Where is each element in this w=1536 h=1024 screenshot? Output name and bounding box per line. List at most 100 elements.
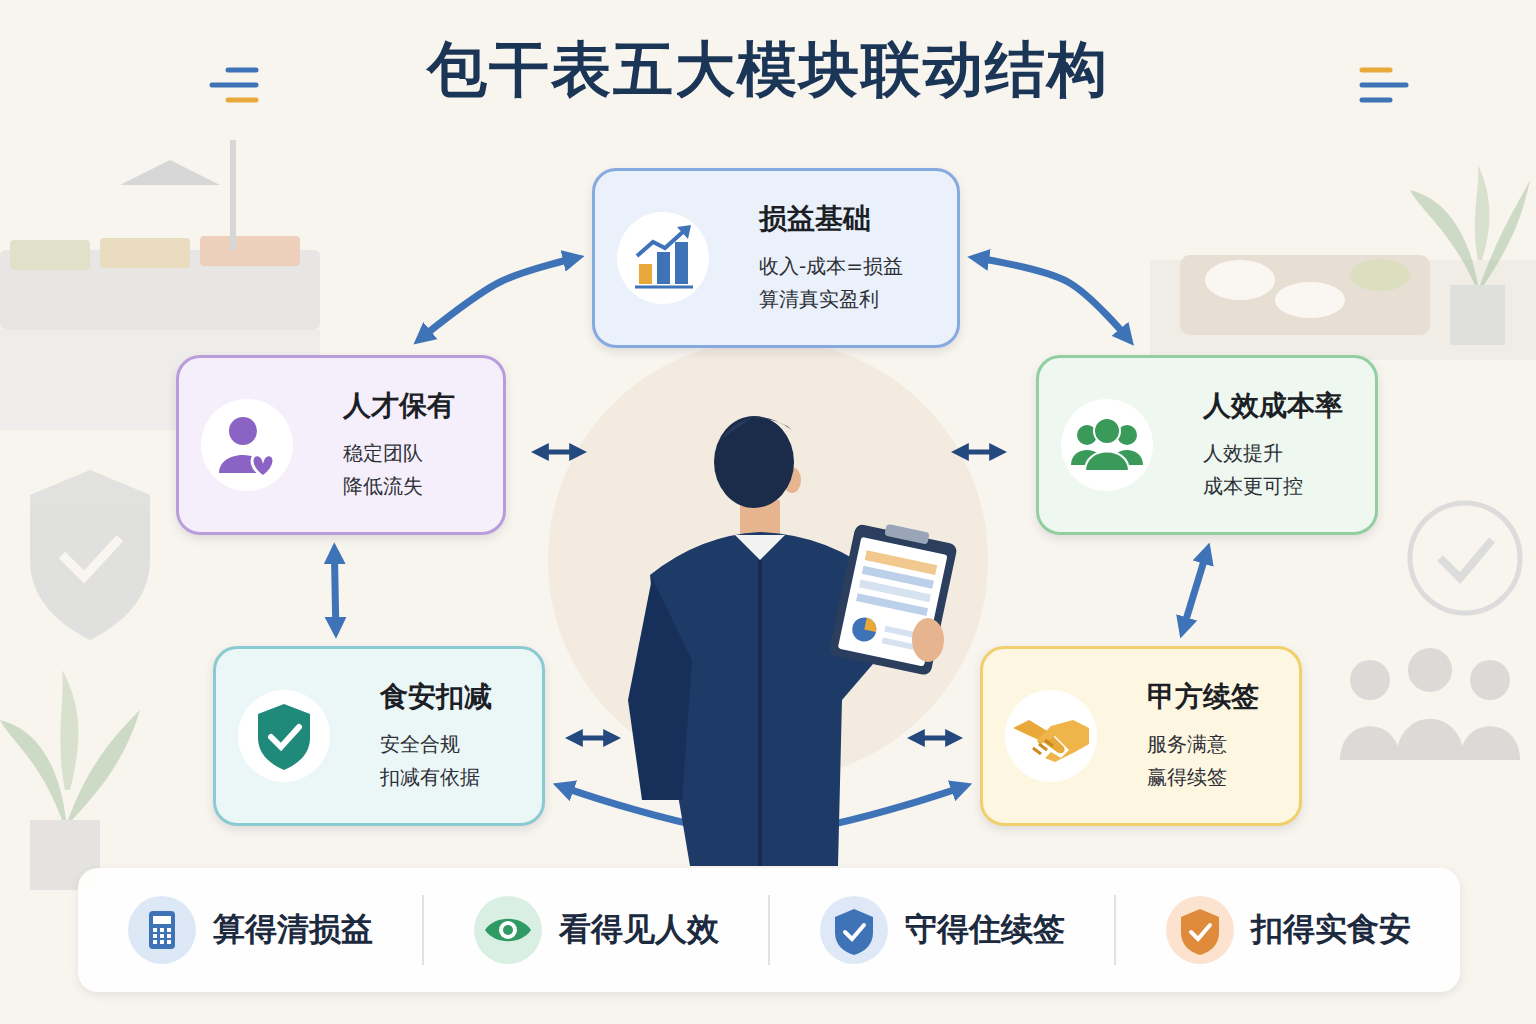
- decoration: [1350, 259, 1410, 291]
- decoration: [1470, 660, 1510, 700]
- decoration: [258, 704, 310, 770]
- module-heading: 食安扣减: [380, 678, 510, 716]
- decoration: [100, 238, 190, 268]
- decoration: [828, 518, 959, 677]
- decoration: [714, 416, 794, 508]
- decoration: [1410, 503, 1520, 613]
- summary-item: 算得清损益: [78, 895, 422, 965]
- decoration: [1410, 190, 1478, 285]
- decoration: [759, 560, 762, 866]
- decoration: [1191, 925, 1210, 939]
- summary-icon: [127, 895, 197, 965]
- decoration: [1085, 452, 1129, 472]
- link-arrow: [420, 258, 576, 339]
- decoration: [229, 417, 257, 445]
- decoration: [1166, 896, 1234, 964]
- module-box: 甲方续签服务满意 赢得续签: [980, 646, 1302, 826]
- module-box: 损益基础收入-成本=损益 算清真实盈利: [592, 168, 960, 348]
- decoration: [628, 578, 692, 800]
- decoration: [503, 925, 513, 935]
- decoration: [617, 212, 709, 304]
- check-watermark: [1410, 503, 1520, 613]
- decoration: [735, 535, 785, 560]
- text-column: 损益基础收入-成本=损益 算清真实盈利: [759, 200, 939, 316]
- decoration: [485, 919, 531, 942]
- title: 包干表五大模块联动结构: [427, 34, 1109, 104]
- decoration: [1396, 719, 1464, 760]
- decoration: [1205, 260, 1275, 300]
- decoration: [68, 710, 140, 820]
- decoration: [677, 225, 691, 239]
- decoration: [238, 690, 330, 782]
- summary-text: 算得清损益: [213, 908, 373, 952]
- decoration: [1180, 255, 1430, 335]
- decoration: [637, 230, 685, 256]
- decoration: [914, 736, 956, 741]
- link-arrow: [1183, 551, 1207, 630]
- decoration: [149, 911, 175, 949]
- summary-item: 守得住续签: [768, 895, 1114, 965]
- decoration: [167, 940, 171, 944]
- module-body: 收入-成本=损益 算清真实盈利: [759, 250, 939, 316]
- decoration: [128, 896, 196, 964]
- link-arrow: [334, 551, 335, 630]
- decoration: [1362, 83, 1406, 88]
- decoration: [1440, 540, 1492, 578]
- decoration: [30, 470, 150, 640]
- decoration: [1005, 690, 1097, 782]
- decoration: [1450, 285, 1505, 345]
- decoration: [1362, 68, 1390, 73]
- decoration: [635, 286, 693, 289]
- decoration: [884, 524, 930, 545]
- decoration: [835, 909, 873, 955]
- decoration: [228, 98, 256, 103]
- summary-icon: [1165, 895, 1235, 965]
- text-column: 甲方续签服务满意 赢得续签: [1147, 678, 1277, 794]
- module-body: 人效提升 成本更可控: [1203, 437, 1333, 503]
- decoration: [201, 399, 293, 491]
- summary-item: 看得见人效: [422, 895, 768, 965]
- decoration: [230, 140, 236, 250]
- summary-text: 扣得实食安: [1251, 908, 1411, 952]
- text-column: 人才保有稳定团队 降低流失: [343, 387, 473, 503]
- module-body: 安全合规 扣减有依据: [380, 728, 510, 794]
- decoration: [820, 896, 888, 964]
- decoration: [1033, 740, 1053, 754]
- module-heading: 损益基础: [759, 200, 939, 238]
- decoration: [1408, 648, 1452, 692]
- decoration: [1275, 282, 1345, 318]
- module-box: 人效成本率人效提升 成本更可控: [1036, 355, 1378, 535]
- module-body: 服务满意 赢得续签: [1147, 728, 1277, 794]
- decoration: [1475, 165, 1490, 260]
- decoration: [856, 593, 928, 616]
- text-column: 食安扣减安全合规 扣减有依据: [380, 678, 510, 794]
- decoration: [845, 925, 864, 939]
- decoration: [153, 928, 157, 932]
- decoration: [271, 727, 299, 747]
- decoration: [912, 618, 944, 662]
- decoration: [160, 940, 164, 944]
- decoration: [474, 896, 542, 964]
- decoration: [838, 537, 948, 667]
- decoration: [538, 450, 580, 455]
- module-box: 食安扣减安全合规 扣减有依据: [213, 646, 545, 826]
- decoration: [160, 934, 164, 938]
- module-icon: [199, 397, 295, 493]
- decoration: [0, 720, 66, 820]
- title-block: 包干表五大模块联动结构: [0, 30, 1536, 111]
- shield-watermark: [30, 470, 150, 640]
- decoration: [572, 736, 614, 741]
- decoration: [1094, 418, 1120, 444]
- decoration: [1460, 726, 1520, 760]
- module-heading: 甲方续签: [1147, 678, 1277, 716]
- plant: [0, 670, 140, 890]
- decoration: [167, 928, 171, 932]
- module-box: 人才保有稳定团队 降低流失: [176, 355, 506, 535]
- plant: [1410, 165, 1530, 345]
- decoration: [1181, 909, 1219, 955]
- decoration: [167, 934, 171, 938]
- decoration: [1061, 399, 1153, 491]
- food-tray: [1150, 255, 1536, 360]
- decoration: [1340, 726, 1400, 760]
